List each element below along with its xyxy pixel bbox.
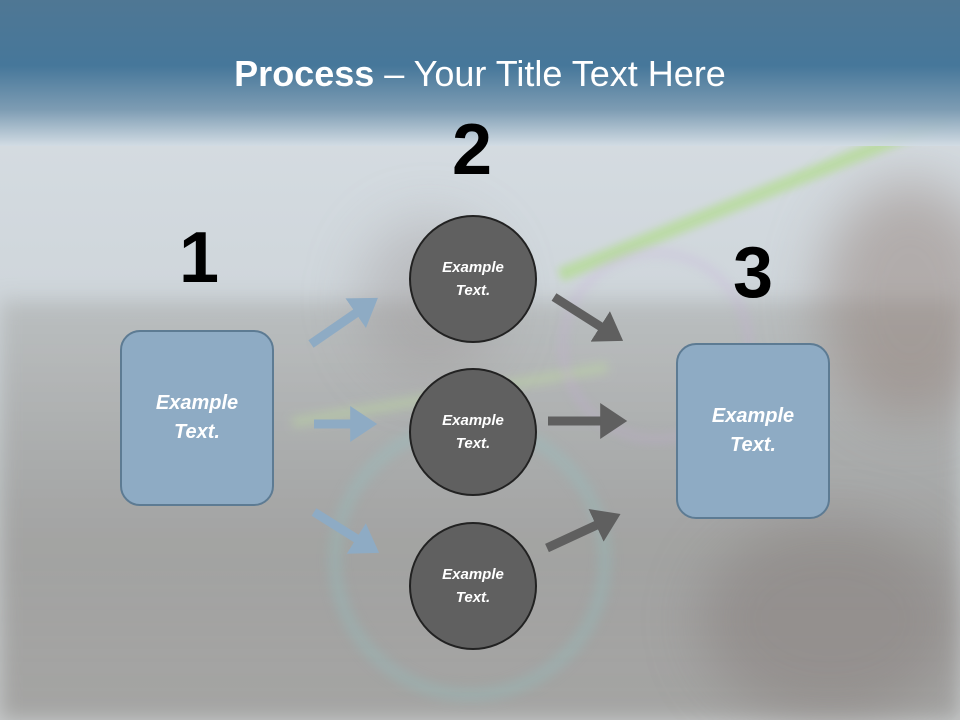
step-number-1: 1 — [178, 218, 220, 298]
title-banner — [0, 0, 960, 146]
arrow-left-to-top — [308, 297, 378, 348]
left-box-text: Example Text. — [155, 392, 239, 443]
circle-bottom-text: Example Text. — [442, 566, 504, 606]
step-number-3: 3 — [732, 233, 774, 313]
step-number-2: 2 — [451, 110, 493, 190]
circle-bottom: Example Text. — [409, 522, 537, 650]
circle-top-text: Example Text. — [442, 259, 504, 299]
right-box-text: Example Text. — [711, 405, 795, 456]
title-bold: Process — [234, 53, 375, 94]
arrow-top-to-right — [551, 293, 624, 342]
right-process-box: Example Text. — [676, 343, 830, 519]
circle-top: Example Text. — [409, 215, 537, 343]
background-hand — [820, 180, 960, 420]
background-blur — [700, 520, 960, 720]
circle-middle: Example Text. — [409, 368, 537, 496]
title-rest: – Your Title Text Here — [374, 53, 726, 94]
slide-title: Process – Your Title Text Here — [0, 52, 960, 96]
circle-middle-text: Example Text. — [442, 412, 504, 452]
arrow-bottom-to-right — [545, 508, 621, 553]
arrow-left-to-bottom — [311, 508, 380, 554]
left-process-box: Example Text. — [120, 330, 274, 506]
